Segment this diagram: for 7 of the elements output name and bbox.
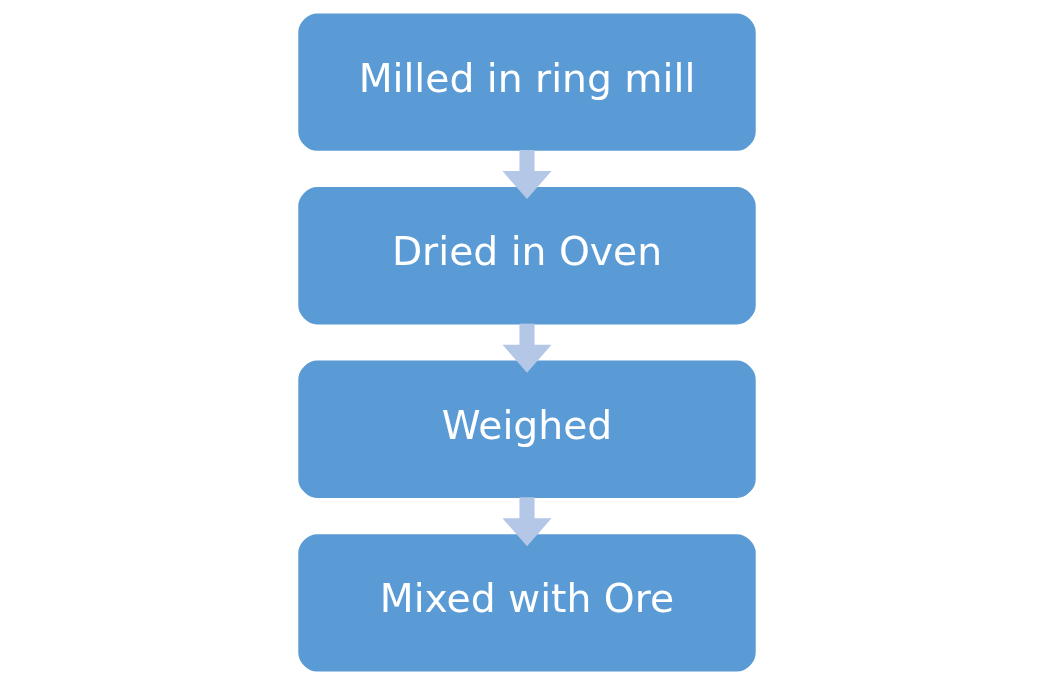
arrow [502,150,552,200]
node-box: Dried in Oven [298,187,756,325]
arrow [502,497,552,547]
node-box: Mixed with Ore [298,534,756,672]
arrow [502,323,552,373]
node-box: Milled in ring mill [298,13,756,151]
node-box: Weighed [298,360,756,498]
